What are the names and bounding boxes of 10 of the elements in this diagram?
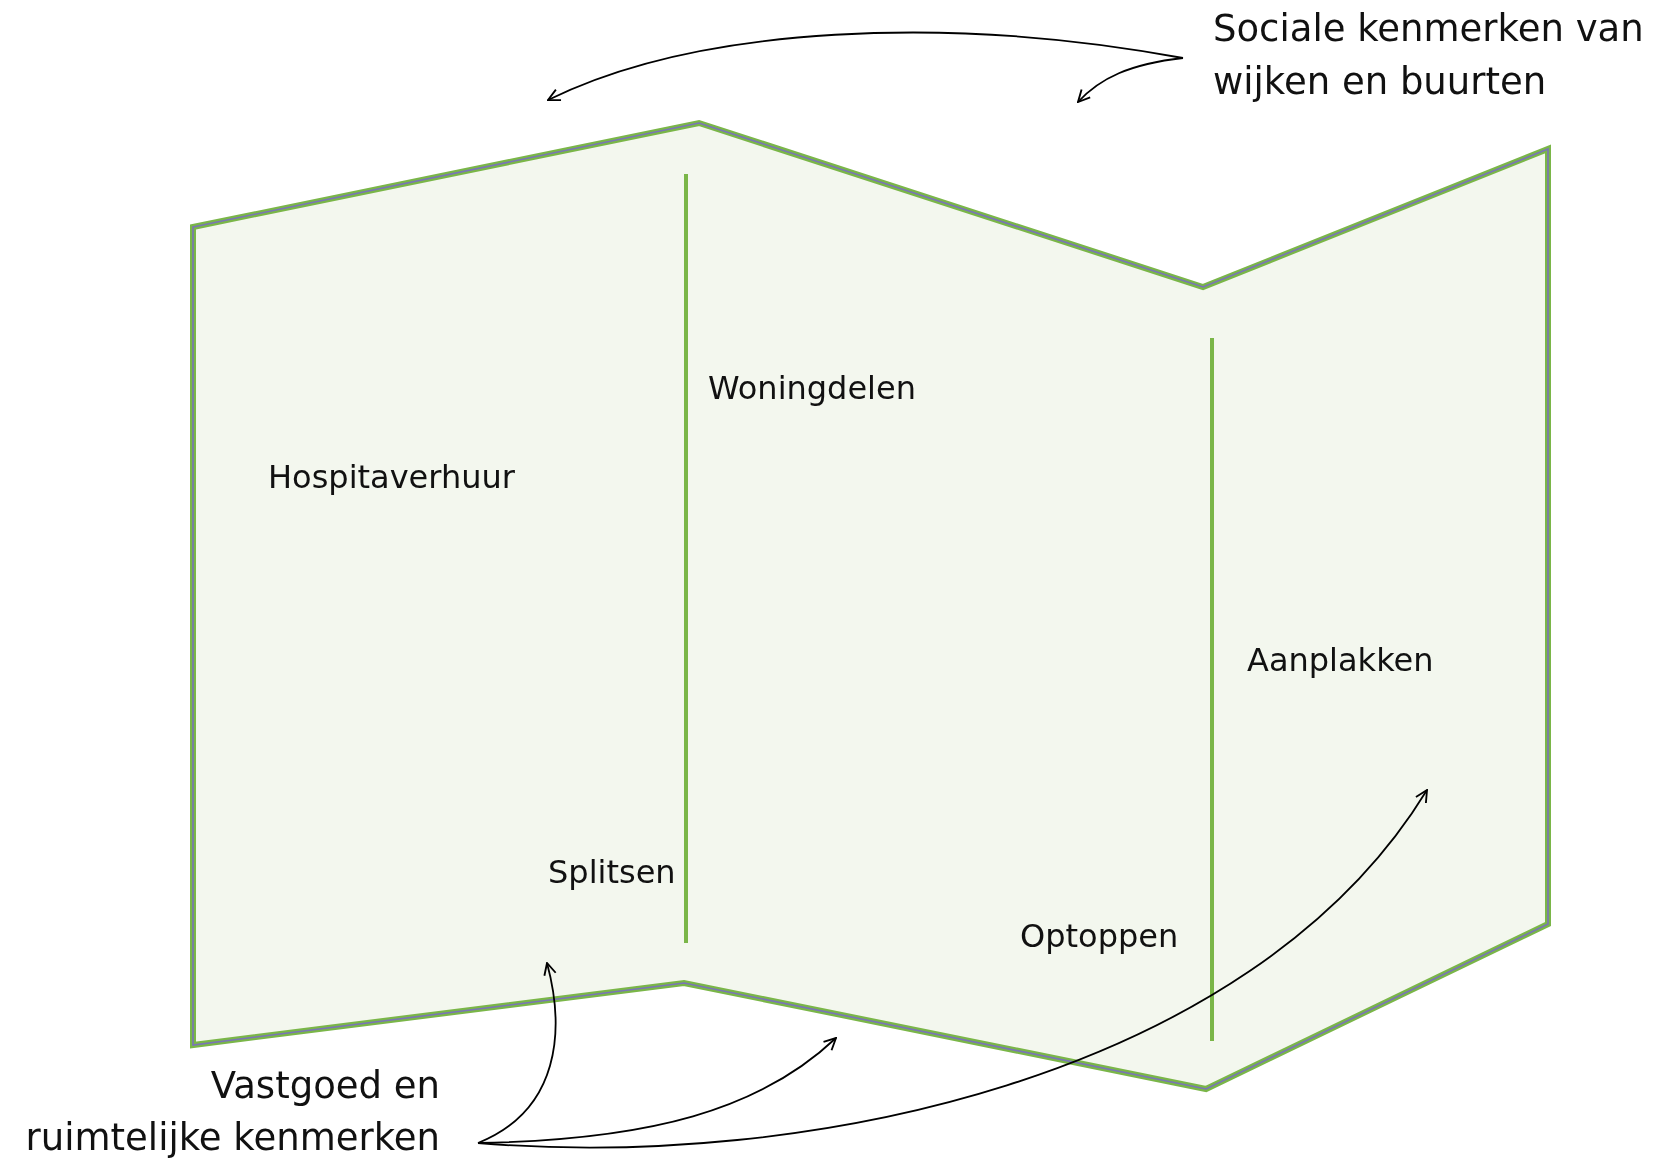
map-label: Optoppen — [1020, 918, 1179, 954]
map-label: Aanplakken — [1247, 642, 1434, 678]
callout-text: Sociale kenmerken van wijken en buurten — [1213, 2, 1653, 108]
callout-text: Vastgoed en ruimtelijke kenmerken — [0, 1060, 440, 1164]
map-label: Hospitaverhuur — [268, 459, 515, 495]
map-label: Splitsen — [548, 854, 676, 890]
map-label: Woningdelen — [708, 370, 916, 406]
curved-arrow — [477, 789, 1428, 1149]
curved-arrow — [1077, 57, 1184, 103]
curved-arrow — [477, 962, 557, 1144]
